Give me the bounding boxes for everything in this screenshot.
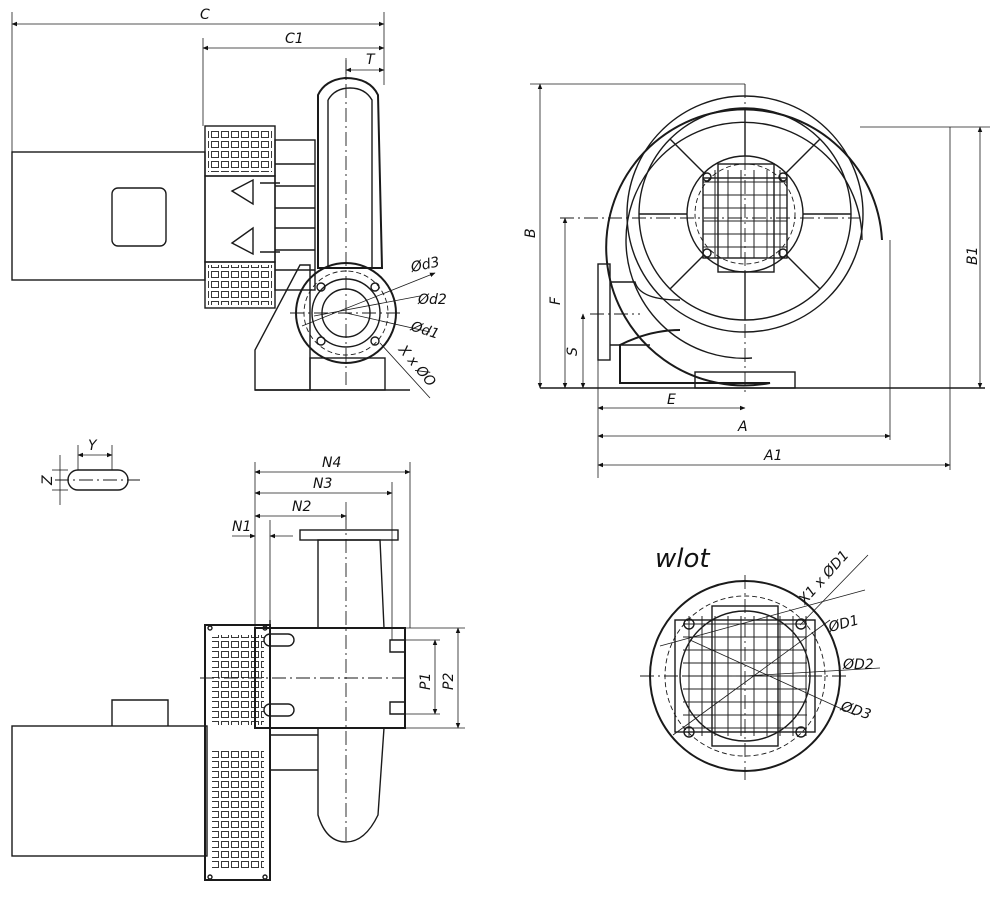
label-D3: ØD3 xyxy=(838,698,873,723)
label-d1: Ød1 xyxy=(408,318,441,342)
inlet-detail: wlot X1 x ØD1 ØD1 ØD2 ØD3 xyxy=(640,544,881,780)
label-A: A xyxy=(737,419,748,435)
label-N2: N2 xyxy=(292,499,311,515)
label-Y: Y xyxy=(88,438,98,454)
label-C: C xyxy=(200,7,210,23)
label-B1: B1 xyxy=(965,246,981,265)
label-Z: Z xyxy=(40,475,56,486)
top-view: N4 N3 N2 N1 P1 P2 xyxy=(11,455,465,881)
front-view: B B1 F S E A A1 xyxy=(523,83,990,478)
label-d2: Ød2 xyxy=(417,292,447,308)
label-B: B xyxy=(523,228,539,238)
label-S: S xyxy=(565,347,581,356)
label-C1: C1 xyxy=(285,31,304,47)
label-P1: P1 xyxy=(418,673,434,690)
label-d3: Ød3 xyxy=(409,254,442,276)
label-N4: N4 xyxy=(322,455,341,471)
label-T: T xyxy=(366,52,376,68)
label-N1: N1 xyxy=(232,519,251,535)
label-D2: ØD2 xyxy=(842,657,874,673)
label-F: F xyxy=(548,296,564,305)
side-view: C C1 T Ød3 Ød2 Ød1 X x ØO xyxy=(11,7,447,399)
label-P2: P2 xyxy=(441,673,457,690)
inlet-title: wlot xyxy=(655,544,710,574)
label-E: E xyxy=(667,392,676,408)
label-N3: N3 xyxy=(313,476,332,492)
label-X1-D1: X1 x ØD1 xyxy=(795,548,852,609)
label-D1: ØD1 xyxy=(826,612,861,636)
slot-detail: Y Z xyxy=(40,438,140,505)
label-A1: A1 xyxy=(763,448,782,464)
